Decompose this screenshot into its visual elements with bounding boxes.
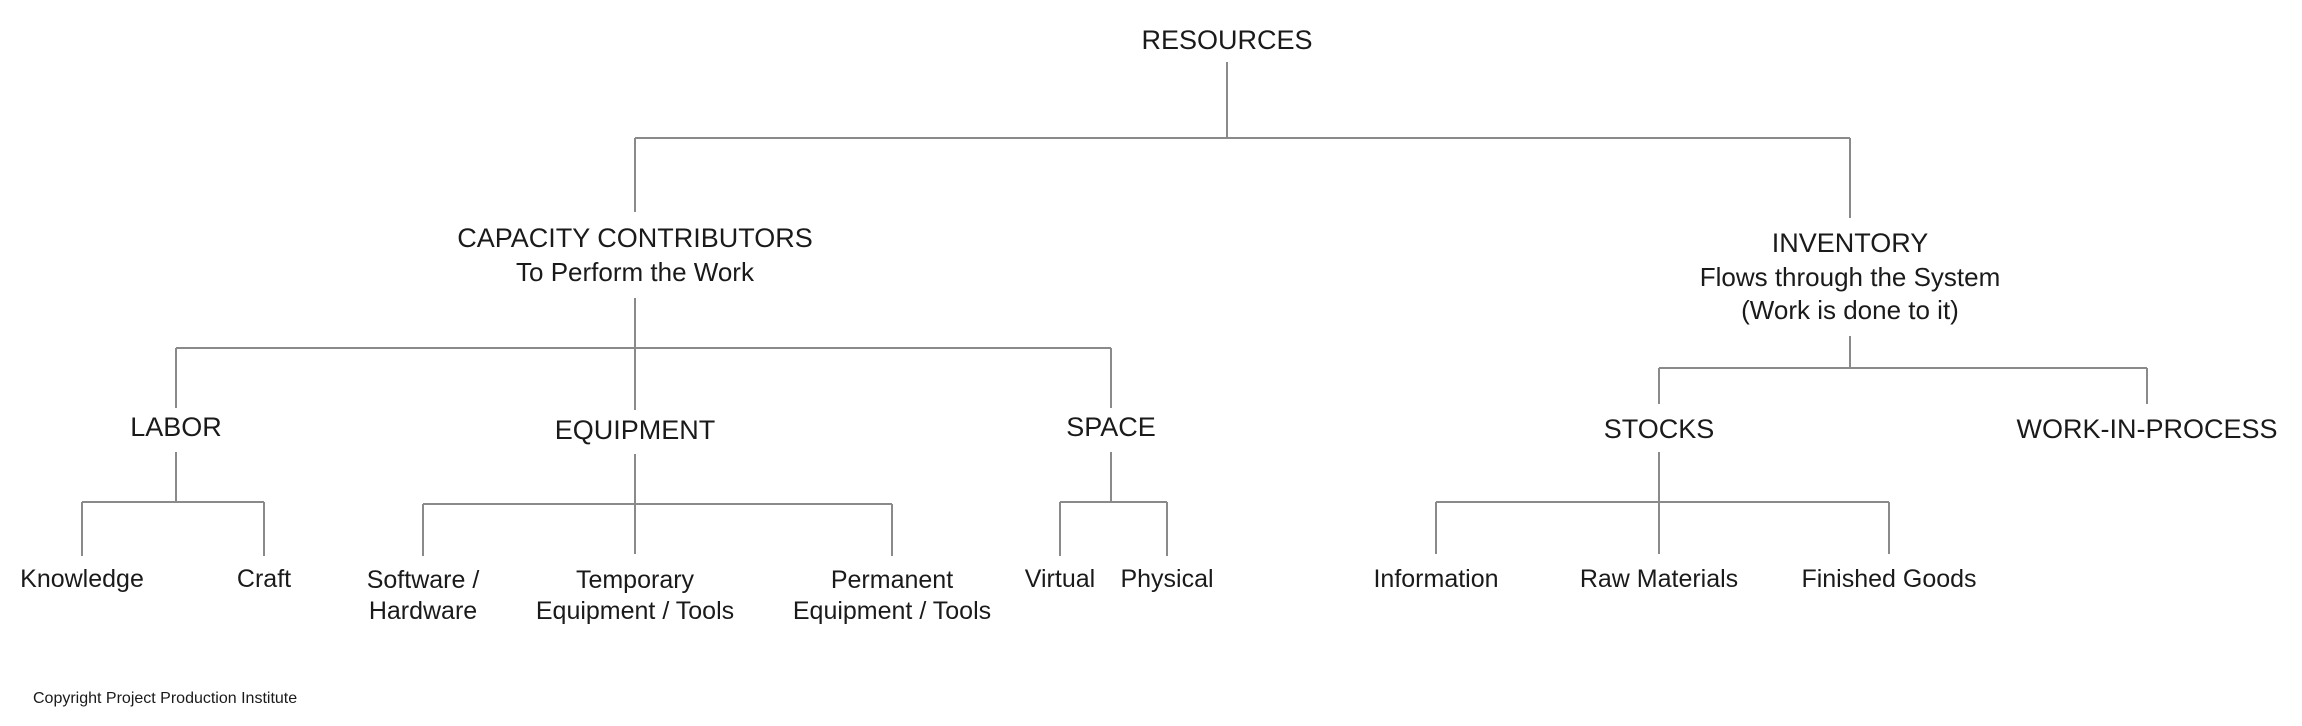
node-capacity-title: CAPACITY CONTRIBUTORS <box>457 223 813 253</box>
leaf-permanent-line1: Permanent <box>831 566 953 594</box>
leaf-temporary-line2: Equipment / Tools <box>536 597 734 625</box>
node-labor: LABOR <box>130 412 222 442</box>
leaf-physical: Physical <box>1120 565 1213 593</box>
leaf-information: Information <box>1373 565 1498 593</box>
connector-lines <box>81 62 2148 556</box>
leaf-finished-goods: Finished Goods <box>1801 565 1976 593</box>
leaf-temporary-line1: Temporary <box>576 566 695 594</box>
node-equipment: EQUIPMENT <box>555 415 716 445</box>
leaf-software-line1: Software / <box>367 566 480 594</box>
node-wip: WORK-IN-PROCESS <box>2016 414 2277 444</box>
leaf-virtual: Virtual <box>1025 565 1095 593</box>
node-inventory-title: INVENTORY <box>1772 228 1929 258</box>
node-inventory-line3: (Work is done to it) <box>1741 295 1959 325</box>
node-inventory-line2: Flows through the System <box>1700 262 2001 292</box>
leaf-craft: Craft <box>237 565 291 593</box>
leaf-software-line2: Hardware <box>369 597 477 625</box>
leaf-permanent-line2: Equipment / Tools <box>793 597 991 625</box>
node-space: SPACE <box>1066 412 1156 442</box>
leaf-knowledge: Knowledge <box>20 565 144 593</box>
leaf-raw-materials: Raw Materials <box>1580 565 1738 593</box>
node-labels: RESOURCES CAPACITY CONTRIBUTORS To Perfo… <box>20 25 2277 625</box>
node-capacity-subtitle: To Perform the Work <box>516 257 755 287</box>
node-stocks: STOCKS <box>1604 414 1715 444</box>
node-resources: RESOURCES <box>1141 25 1312 55</box>
copyright-notice: Copyright Project Production Institute <box>33 690 297 707</box>
